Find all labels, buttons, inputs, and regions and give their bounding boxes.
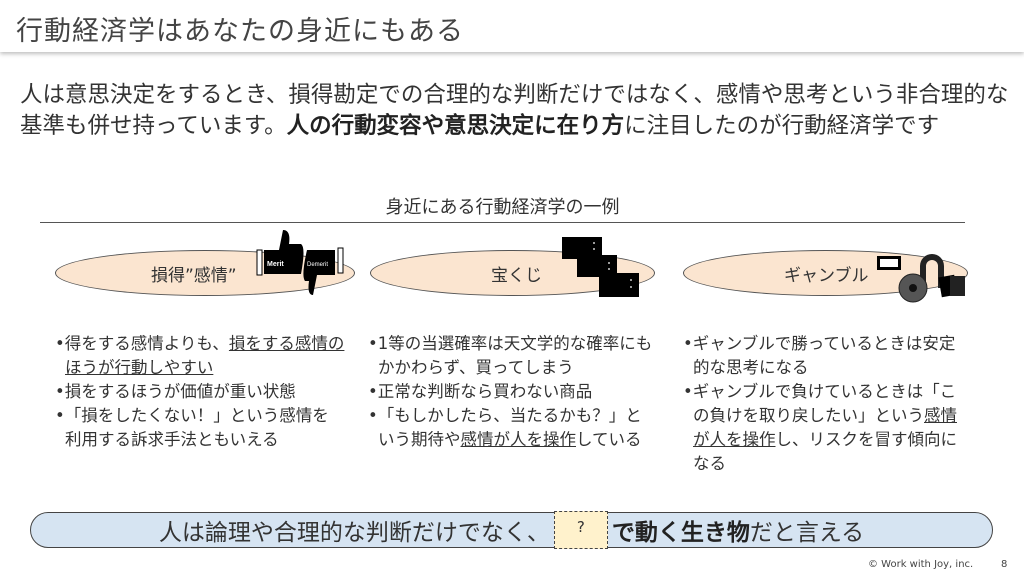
lead-paragraph: 人は意思決定をするとき、損得勘定での合理的な判断だけではなく、感情や思考という非… xyxy=(20,80,1010,142)
svg-text:Merit: Merit xyxy=(267,261,284,268)
bullet: 「もしかしたら、当たるかも？」という期待や感情が人を操作している xyxy=(368,404,658,452)
lead-text-end: に注目したのが行動経済学です xyxy=(624,113,940,139)
conclusion-emphasis: で動く生き物 xyxy=(611,520,750,546)
page-number: 8 xyxy=(1001,559,1008,570)
thumbs-up-down-icon: Merit Demerit xyxy=(256,230,344,295)
copyright: © Work with Joy, inc. xyxy=(868,559,974,570)
bullet: 「損をしたくない！」という感情を利用する訴求手法ともいえる xyxy=(55,404,345,452)
section-heading: 身近にある行動経済学の一例 xyxy=(40,193,965,223)
bullet: 正常な判断なら買わない商品 xyxy=(368,380,658,404)
title-bar: 行動経済学はあなたの身近にもある xyxy=(0,0,1024,52)
bullet: 損をするほうが価値が重い状態 xyxy=(55,380,345,404)
lead-emphasis: 人の行動変容や意思決定に在り方 xyxy=(286,113,625,139)
example-bullets-lottery: 1等の当選確率は天文学的な確率にもかかわらず、買ってしまう 正常な判断なら買わな… xyxy=(368,332,658,452)
bullet: 1等の当選確率は天文学的な確率にもかかわらず、買ってしまう xyxy=(368,332,658,380)
bullet: ギャンブルで負けているときは「この負けを取り戻したい」という感情が人を操作し、リ… xyxy=(683,380,968,476)
example-label: ギャンブル xyxy=(784,265,869,286)
conclusion-banner: 人は論理や合理的な判断だけでなく、?で動く生き物だと言える xyxy=(30,511,993,549)
example-bullets-gambling: ギャンブルで勝っているときは安定的な思考になる ギャンブルで負けているときは「こ… xyxy=(683,332,968,476)
gambling-icons xyxy=(877,254,965,303)
example-label: 損得”感情” xyxy=(151,265,237,286)
lottery-tickets-icon xyxy=(562,237,639,297)
bullet: ギャンブルで勝っているときは安定的な思考になる xyxy=(683,332,968,380)
example-bullets-loss-gain: 得をする感情よりも、損をする感情のほうが行動しやすい 損をするほうが価値が重い状… xyxy=(55,332,345,452)
bullet: 得をする感情よりも、損をする感情のほうが行動しやすい xyxy=(55,332,345,380)
page-title: 行動経済学はあなたの身近にもある xyxy=(16,16,464,47)
blank-box: ? xyxy=(553,511,608,549)
lead-text: 人は意思決定をするとき、損得勘定での合理的な判断だけではなく、感情や思考という非… xyxy=(20,82,1009,139)
conclusion-text: 人は論理や合理的な判断だけでなく、 xyxy=(158,520,550,546)
svg-text:Demerit: Demerit xyxy=(307,262,328,268)
conclusion-text-end: だと言える xyxy=(749,520,865,546)
example-label: 宝くじ xyxy=(491,265,542,286)
